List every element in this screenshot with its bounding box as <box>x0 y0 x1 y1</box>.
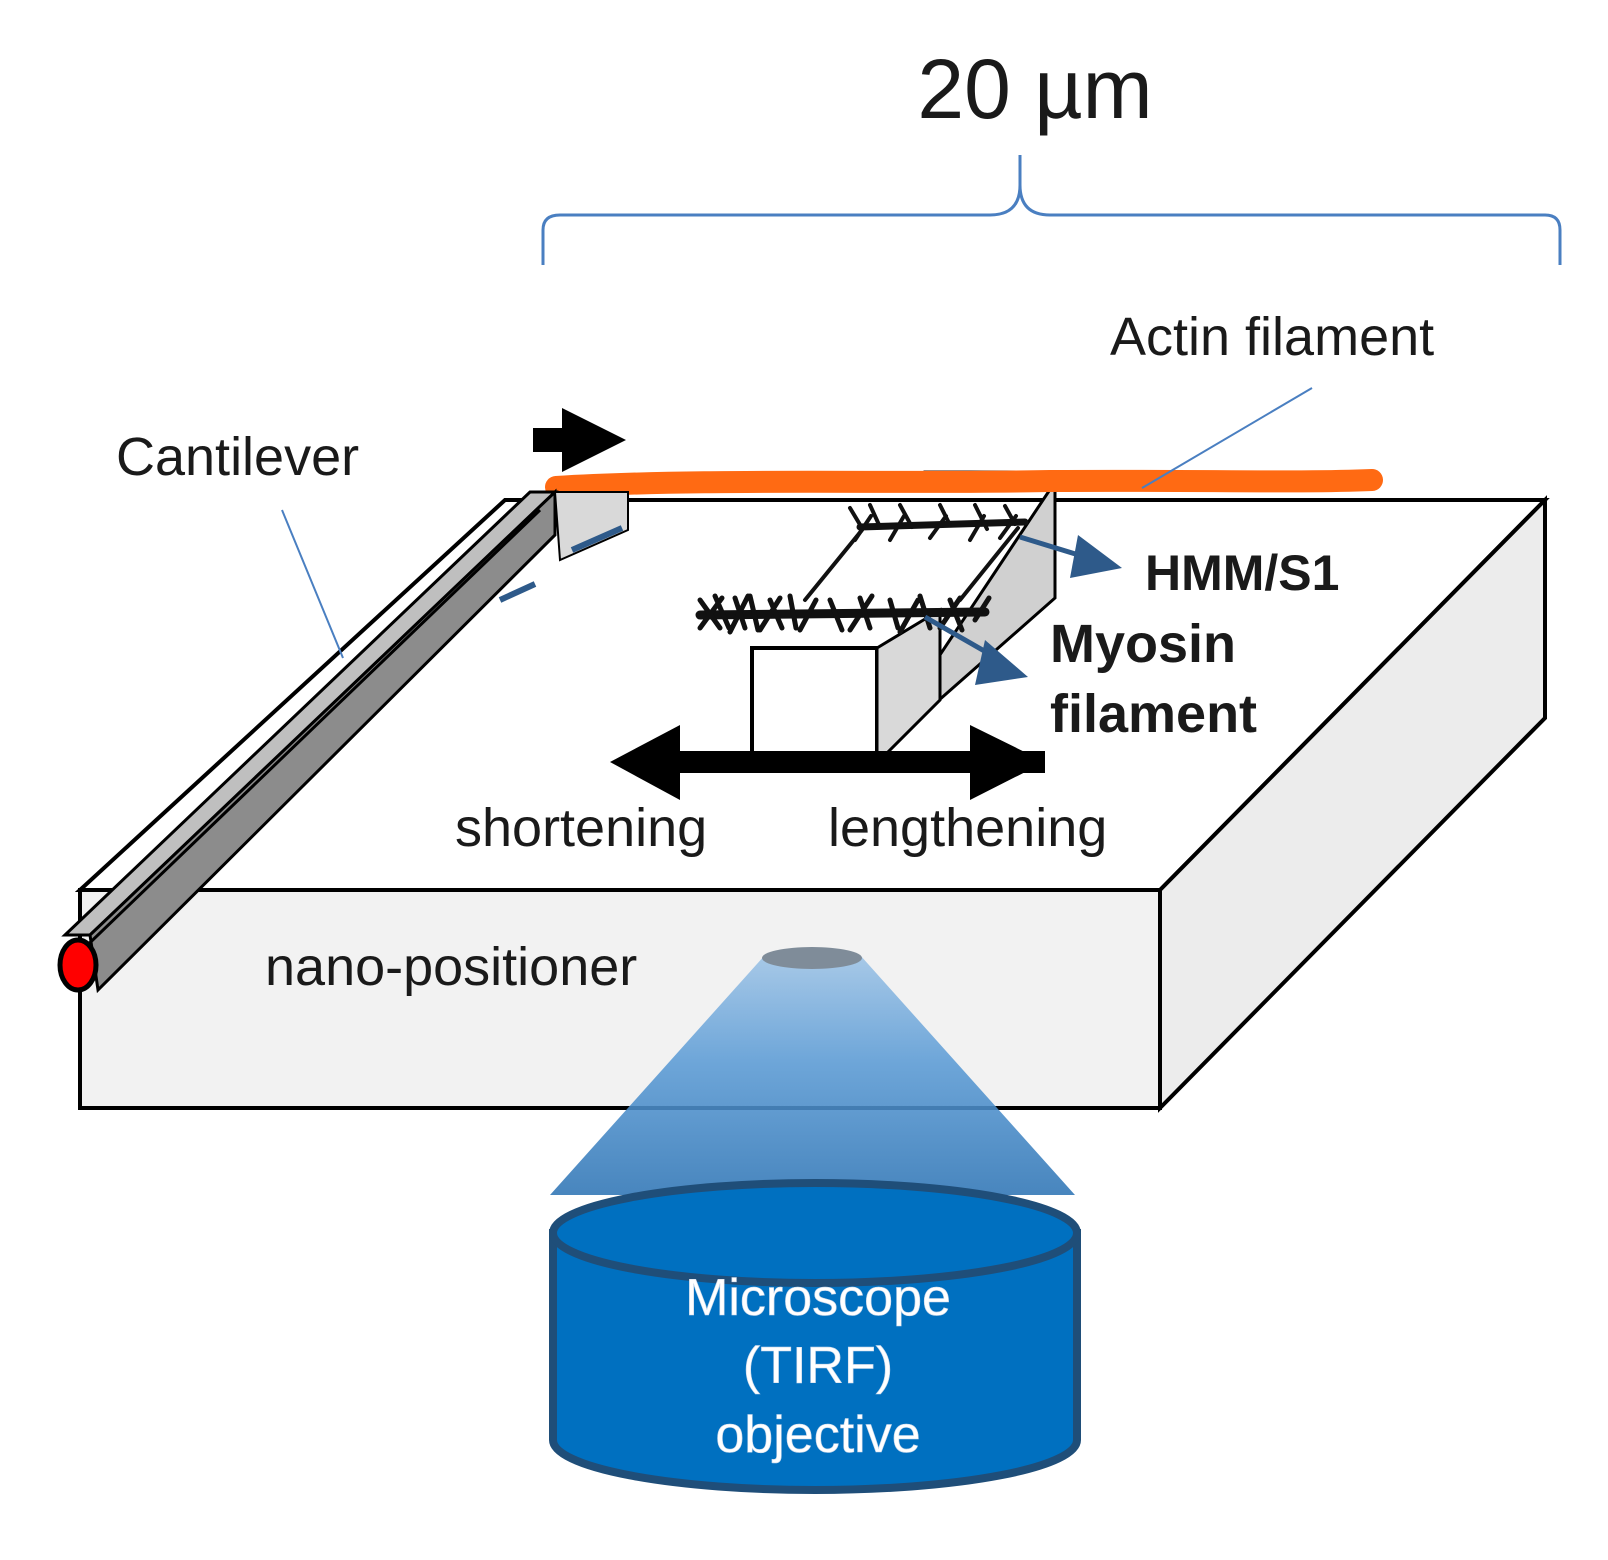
myosin-label-line1: Myosin <box>1050 614 1236 674</box>
hmm-label: HMM/S1 <box>1145 545 1339 601</box>
actin-label: Actin filament <box>1110 307 1434 367</box>
positioner-label: nano-positioner <box>265 937 637 997</box>
shortening-label: shortening <box>455 798 707 858</box>
objective-top <box>549 1179 1081 1287</box>
double-arrow <box>610 725 1045 800</box>
objective-body <box>549 1229 1081 1494</box>
myosin-pointer-arrow <box>923 614 1028 685</box>
cantilever-mount <box>553 491 629 562</box>
cantilever-leader-line <box>281 509 344 659</box>
scale-label: 20 µm <box>917 42 1152 136</box>
objective-label-line1: Microscope <box>685 1269 951 1327</box>
cantilever-mount-mark-2 <box>498 581 537 603</box>
displacement-arrow <box>533 408 626 472</box>
myosin-filament <box>695 503 1029 635</box>
actin-leader-line <box>1141 387 1313 489</box>
myosin-pedestal-front <box>750 646 879 765</box>
actin-filament <box>545 469 1383 498</box>
myosin-pedestal-side <box>875 607 942 767</box>
cantilever-label: Cantilever <box>116 427 359 487</box>
cantilever-edge <box>72 508 542 960</box>
cantilever-mount-mark <box>570 525 624 553</box>
hmm-pointer-arrow <box>1019 534 1122 578</box>
light-cone <box>550 955 1075 1195</box>
positioner-front-face <box>78 888 1162 1110</box>
cantilever-tip-marker <box>57 937 99 993</box>
light-cone-aperture <box>762 947 862 969</box>
lengthening-label: lengthening <box>828 798 1107 858</box>
objective-label-line3: objective <box>715 1406 920 1464</box>
scale-bracket <box>541 155 1562 265</box>
objective-label-line2: (TIRF) <box>743 1337 893 1395</box>
myosin-label-line2: filament <box>1050 684 1257 744</box>
